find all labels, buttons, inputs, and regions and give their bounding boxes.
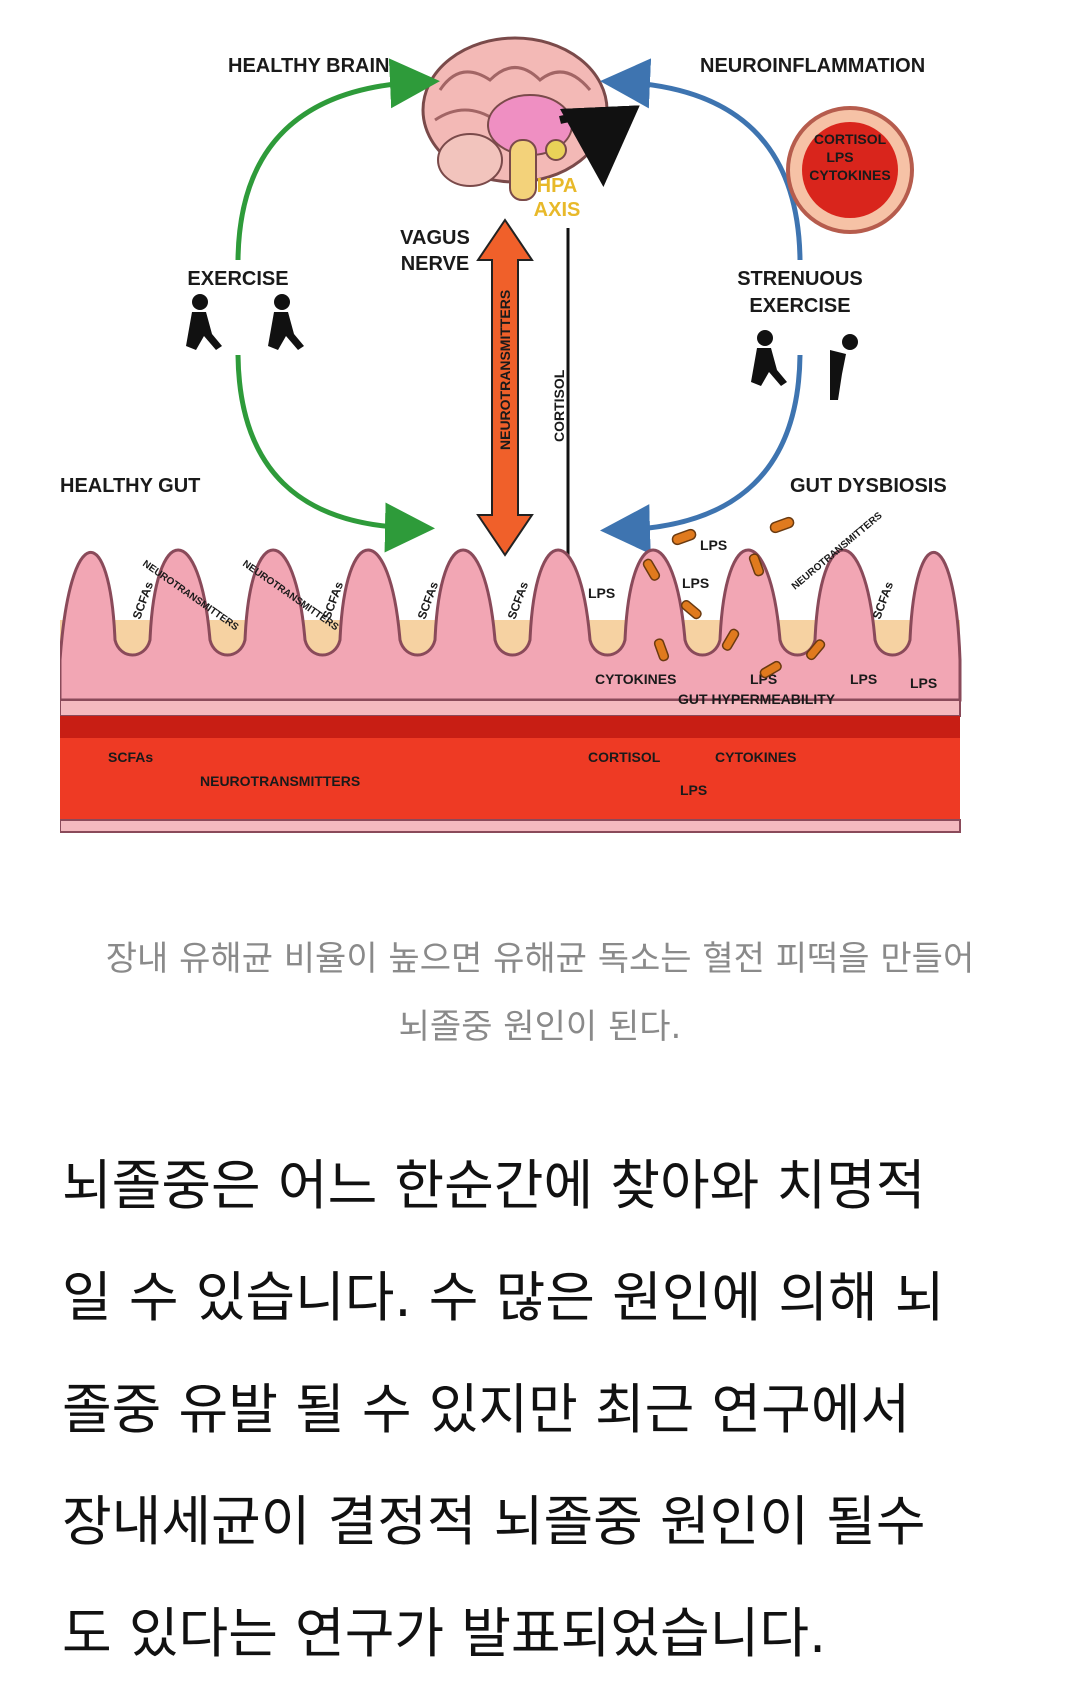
healthy-gut-label: HEALTHY GUT [60, 475, 200, 497]
hpa-axis-label-2: AXIS [534, 199, 581, 221]
dysbiosis-pathway-arrows [600, 58, 803, 555]
article-paragraph: 뇌졸중은 어느 한순간에 찾아와 치명적 일 수 있습니다. 수 많은 원인에 … [62, 1130, 1032, 1690]
blood-neurotransmitters-label: NEUROTRANSMITTERS [200, 773, 360, 789]
tired-runner-icons [751, 330, 858, 400]
caption-line-1: 장내 유해균 비율이 높으면 유해균 독소는 혈전 피떡을 만들어 [105, 939, 975, 979]
vessel-cortisol-label: CORTISOL [814, 131, 887, 147]
gut-dysbiosis-label: GUT DYSBIOSIS [790, 475, 947, 497]
healthy-brain-label: HEALTHY BRAIN [228, 55, 389, 77]
paragraph-line-4: 장내세균이 결정적 뇌졸중 원인이 될수 [62, 1490, 926, 1553]
diagram-svg: CORTISOL LPS CYTOKINES HEALTHY BRAIN NEU… [60, 36, 962, 833]
blood-scfas-label: SCFAs [108, 749, 153, 765]
strenuous-label-2: EXERCISE [749, 295, 850, 317]
healthy-pathway-arrows [235, 58, 440, 553]
inflamed-vessel-icon: CORTISOL LPS CYTOKINES [786, 106, 914, 234]
blood-vessel-band [60, 716, 961, 833]
paragraph-line-3: 졸중 유발 될 수 있지만 최근 연구에서 [62, 1378, 911, 1441]
blood-cytokines-label: CYTOKINES [715, 749, 796, 765]
paragraph-line-1: 뇌졸중은 어느 한순간에 찾아와 치명적 [62, 1154, 926, 1217]
lps-label-3: LPS [682, 575, 709, 591]
lps-label-6: LPS [910, 675, 937, 691]
vessel-cytokines-label: CYTOKINES [809, 167, 890, 183]
hpa-axis-label-1: HPA [537, 175, 578, 197]
cortisol-arrow-label: CORTISOL [551, 369, 567, 442]
brain-illustration [421, 36, 640, 201]
blood-cortisol-label: CORTISOL [588, 749, 661, 765]
neurotransmitters-arrow-label: NEUROTRANSMITTERS [497, 290, 513, 450]
exercise-label: EXERCISE [187, 268, 288, 290]
gut-brain-axis-diagram: CORTISOL LPS CYTOKINES HEALTHY BRAIN NEU… [60, 20, 1020, 900]
caption-line-2: 뇌졸중 원인이 된다. [398, 1007, 682, 1047]
strenuous-label-1: STRENUOUS [737, 268, 863, 290]
runner-icons [186, 294, 304, 350]
vagus-label-1: VAGUS [400, 227, 470, 249]
lps-label-5: LPS [850, 671, 877, 687]
neuroinflammation-label: NEUROINFLAMMATION [700, 55, 925, 77]
lps-label-2: LPS [700, 537, 727, 553]
paragraph-line-2: 일 수 있습니다. 수 많은 원인에 의해 뇌 [62, 1266, 945, 1329]
blood-lps-label: LPS [680, 782, 707, 798]
bacteria-icons [642, 516, 826, 679]
vessel-lps-label: LPS [826, 149, 853, 165]
vagus-nerve-arrow: NEUROTRANSMITTERS [476, 218, 534, 557]
figure-caption: 장내 유해균 비율이 높으면 유해균 독소는 혈전 피떡을 만들어 뇌졸중 원인… [40, 925, 1040, 1061]
scfas-label-4: SCFAs [505, 580, 531, 621]
cytokines-gut-label: CYTOKINES [595, 671, 676, 687]
paragraph-line-5: 도 있다는 연구가 발표되었습니다. [62, 1602, 827, 1665]
lps-label-1: LPS [588, 585, 615, 601]
gut-hypermeability-label: GUT HYPERMEABILITY [678, 691, 836, 707]
vagus-label-2: NERVE [401, 253, 470, 275]
scfas-label-5: SCFAs [870, 580, 896, 621]
